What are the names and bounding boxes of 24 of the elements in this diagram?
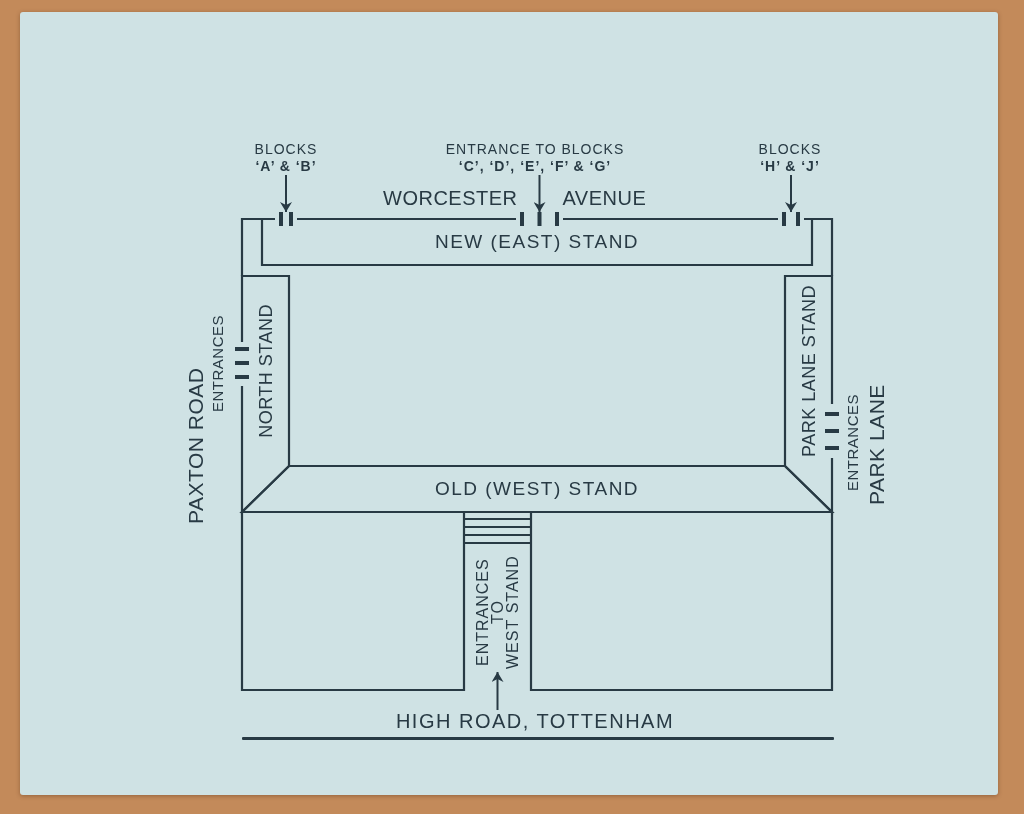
stand-name: PARK LANE STAND	[797, 285, 820, 457]
stand-name: OLD (WEST) STAND	[434, 478, 640, 500]
stand-area	[262, 219, 812, 265]
entrance-note: ENTRANCES	[209, 313, 227, 414]
stand-area	[242, 466, 832, 512]
gate-icon	[782, 212, 800, 226]
entrance-note: BLOCKS ‘A’ & ‘B’	[246, 141, 326, 175]
stand-area	[785, 276, 832, 512]
entrance-note: ENTRANCE TO BLOCKS ‘C’, ‘D’, ‘E’, ‘F’ & ‘G’	[437, 141, 633, 175]
stand-area	[242, 276, 289, 512]
entrance-note: ENTRANCES	[844, 392, 862, 493]
arrow	[280, 174, 292, 213]
arrow	[785, 174, 797, 213]
street-name: PARK LANE	[865, 383, 889, 508]
gate-icon	[279, 212, 293, 226]
arrow	[533, 174, 546, 213]
street-name: HIGH ROAD, TOTTENHAM	[385, 710, 685, 732]
street-name: WORCESTER AVENUE	[383, 186, 648, 210]
street-name: PAXTON ROAD	[184, 366, 208, 527]
stand-name: NORTH STAND	[254, 304, 277, 438]
stand-name: NEW (EAST) STAND	[434, 231, 640, 253]
entrance-note: BLOCKS ‘H’ & ‘J’	[750, 141, 830, 175]
gate-icon	[520, 212, 559, 226]
arrow	[491, 671, 504, 711]
